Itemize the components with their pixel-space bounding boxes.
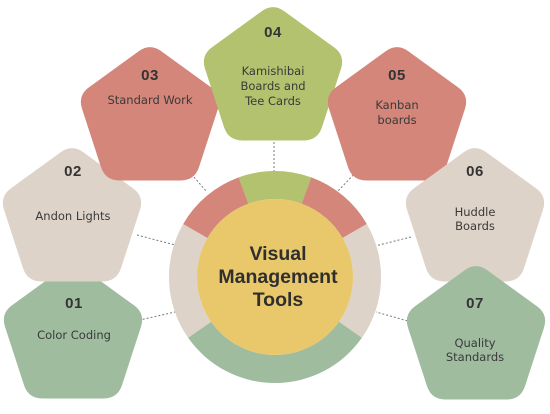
item-05-label-line2: boards bbox=[377, 113, 417, 127]
ring-seg-salmon-right bbox=[301, 177, 367, 238]
connector-07 bbox=[375, 311, 416, 324]
center-title-line3: Tools bbox=[252, 289, 304, 311]
item-04-label-line1: Kamishibai bbox=[241, 64, 305, 78]
pentagon-shapes bbox=[2, 7, 546, 400]
item-06-label-line1: Huddle bbox=[454, 205, 496, 219]
center-title-line1: Visual bbox=[249, 243, 307, 265]
item-03-number: 03 bbox=[141, 67, 159, 84]
item-07-label-line1: Quality bbox=[454, 336, 496, 350]
item-04-label-line2: Boards and bbox=[240, 79, 306, 93]
item-02-label: Andon Lights bbox=[35, 209, 111, 223]
ring-seg-salmon-left bbox=[183, 177, 249, 238]
ring-seg-olive-top bbox=[238, 171, 312, 204]
pentagon-05 bbox=[327, 47, 467, 181]
item-01-number: 01 bbox=[65, 295, 83, 312]
item-07-number: 07 bbox=[466, 295, 484, 312]
ring-seg-beige-right bbox=[338, 224, 382, 338]
item-04-label-line3: Tee Cards bbox=[245, 94, 301, 108]
center-title: Visual Management Tools bbox=[213, 243, 343, 312]
item-06-number: 06 bbox=[466, 163, 484, 180]
connector-02 bbox=[136, 234, 176, 246]
ring-seg-beige-left bbox=[169, 224, 212, 338]
item-07-label-line2: Standards bbox=[445, 350, 505, 364]
item-03-label: Standard Work bbox=[107, 93, 193, 107]
item-06-label-line2: Boards bbox=[455, 219, 495, 233]
pentagon-02 bbox=[2, 148, 142, 282]
pentagon-03 bbox=[80, 47, 220, 181]
item-01-label: Color Coding bbox=[37, 328, 111, 342]
item-05-number: 05 bbox=[388, 67, 406, 84]
pentagon-04 bbox=[203, 7, 343, 141]
item-04-number: 04 bbox=[264, 24, 282, 41]
center-title-line2: Management bbox=[218, 266, 338, 288]
pentagon-06 bbox=[405, 148, 545, 282]
connector-01 bbox=[130, 311, 176, 323]
ring-seg-green-left bbox=[188, 321, 275, 383]
center-circle bbox=[197, 199, 353, 355]
pentagon-01 bbox=[3, 265, 143, 399]
pentagon-07 bbox=[406, 266, 546, 400]
connector-06 bbox=[374, 236, 412, 247]
item-02-number: 02 bbox=[64, 163, 82, 180]
item-05-label-line1: Kanban bbox=[375, 98, 419, 112]
ring-seg-green-right bbox=[275, 321, 362, 383]
